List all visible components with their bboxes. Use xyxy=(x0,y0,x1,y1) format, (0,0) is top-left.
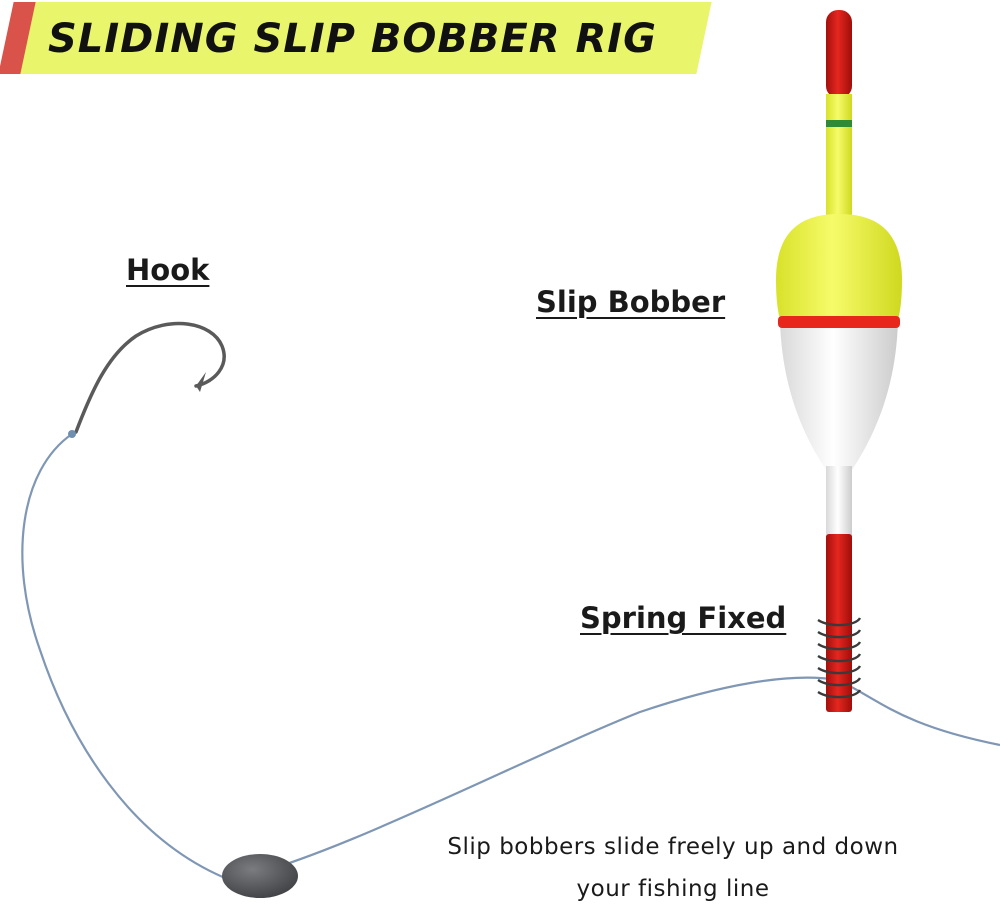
caption-line-2: your fishing line xyxy=(576,876,770,902)
sinker-icon xyxy=(222,854,298,898)
spring-fixed-label: Spring Fixed xyxy=(580,601,787,635)
slip-bobber-label: Slip Bobber xyxy=(536,285,726,319)
caption: Slip bobbers slide freely up and down yo… xyxy=(400,826,946,910)
spring-icon xyxy=(817,617,862,699)
hook-label: Hook xyxy=(126,253,210,287)
fishing-line xyxy=(21,433,1000,882)
hook-icon xyxy=(68,321,226,438)
diagram-title: SLIDING SLIP BOBBER RIG xyxy=(48,16,657,62)
slip-bobber-icon xyxy=(776,10,902,712)
caption-line-1: Slip bobbers slide freely up and down xyxy=(447,834,899,860)
